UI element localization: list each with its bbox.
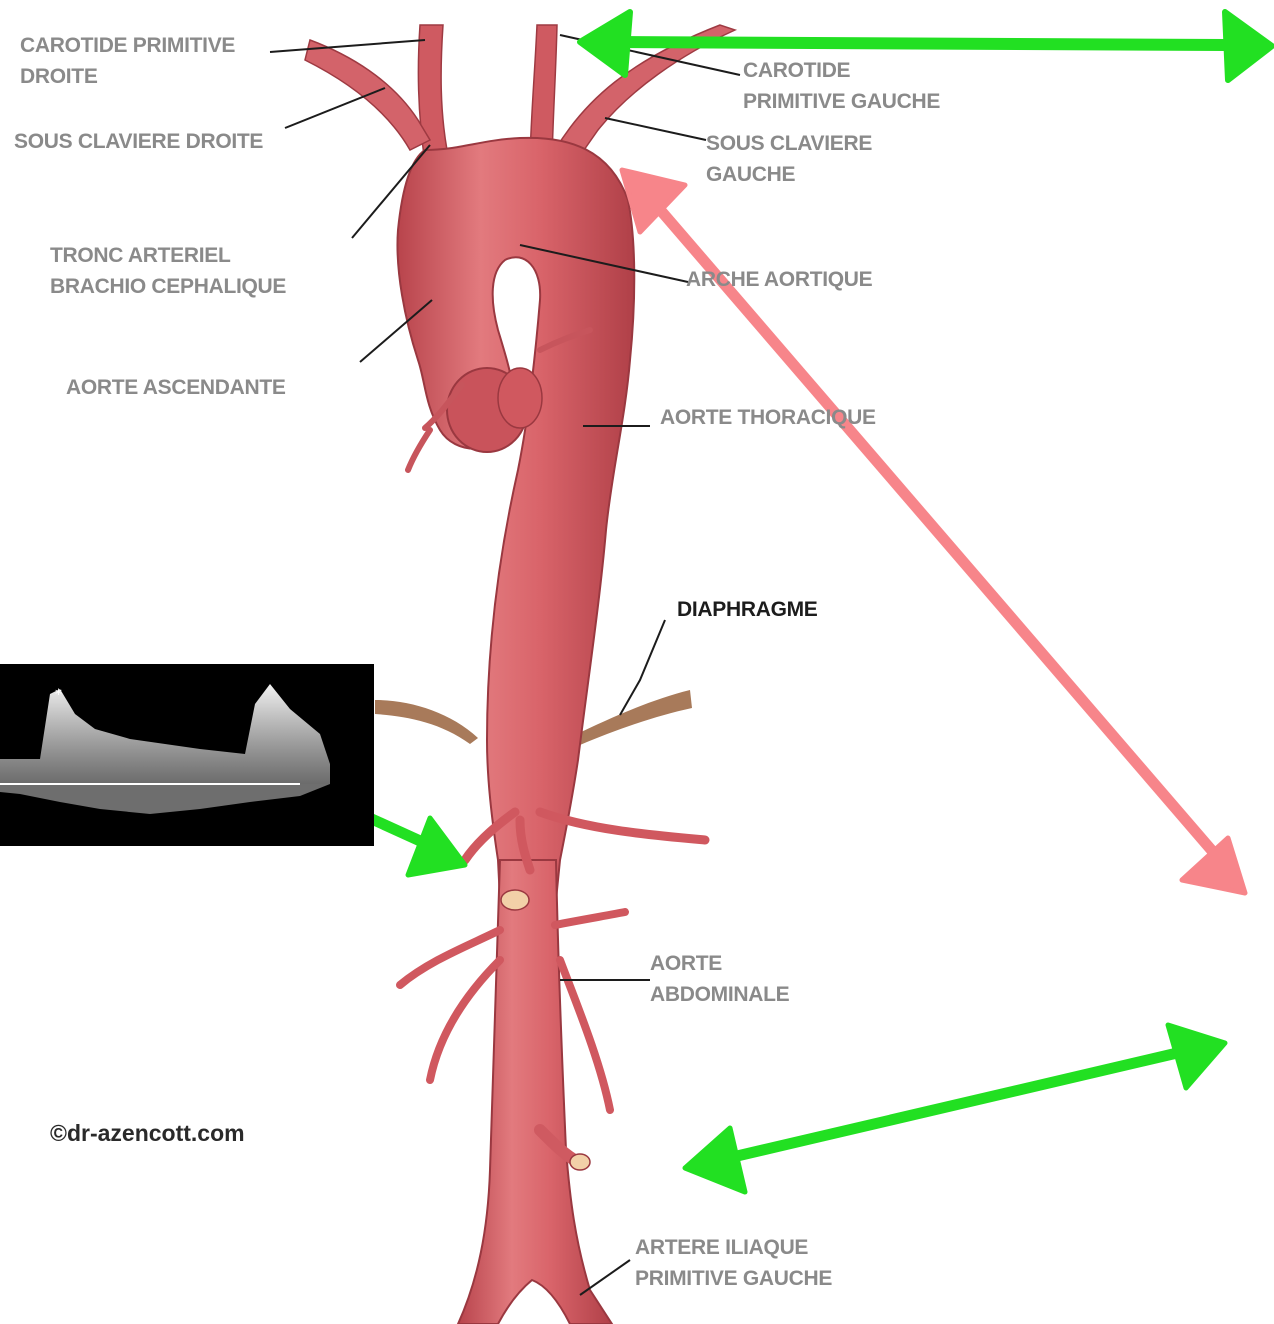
diaphragm-left <box>375 700 478 744</box>
sma-stub <box>501 890 529 910</box>
label-aorte-ascendante: AORTE ASCENDANTE <box>66 372 286 403</box>
label-sous-claviere-droite: SOUS CLAVIERE DROITE <box>14 126 263 157</box>
label-aorte-thoracique: AORTE THORACIQUE <box>660 402 876 433</box>
svg-text:*: * <box>55 687 62 703</box>
diaphragm-right <box>575 690 692 745</box>
aortic-arch <box>397 138 634 900</box>
copyright-watermark: ©dr-azencott.com <box>50 1120 245 1147</box>
abdominal-aorta <box>458 860 612 1324</box>
label-diaphragme: DIAPHRAGME <box>677 594 818 625</box>
label-arche-aortique: ARCHE AORTIQUE <box>686 264 872 295</box>
double-headed-arrow-icon-bottom <box>685 1025 1225 1192</box>
doppler-waveform-image: * <box>0 664 374 846</box>
